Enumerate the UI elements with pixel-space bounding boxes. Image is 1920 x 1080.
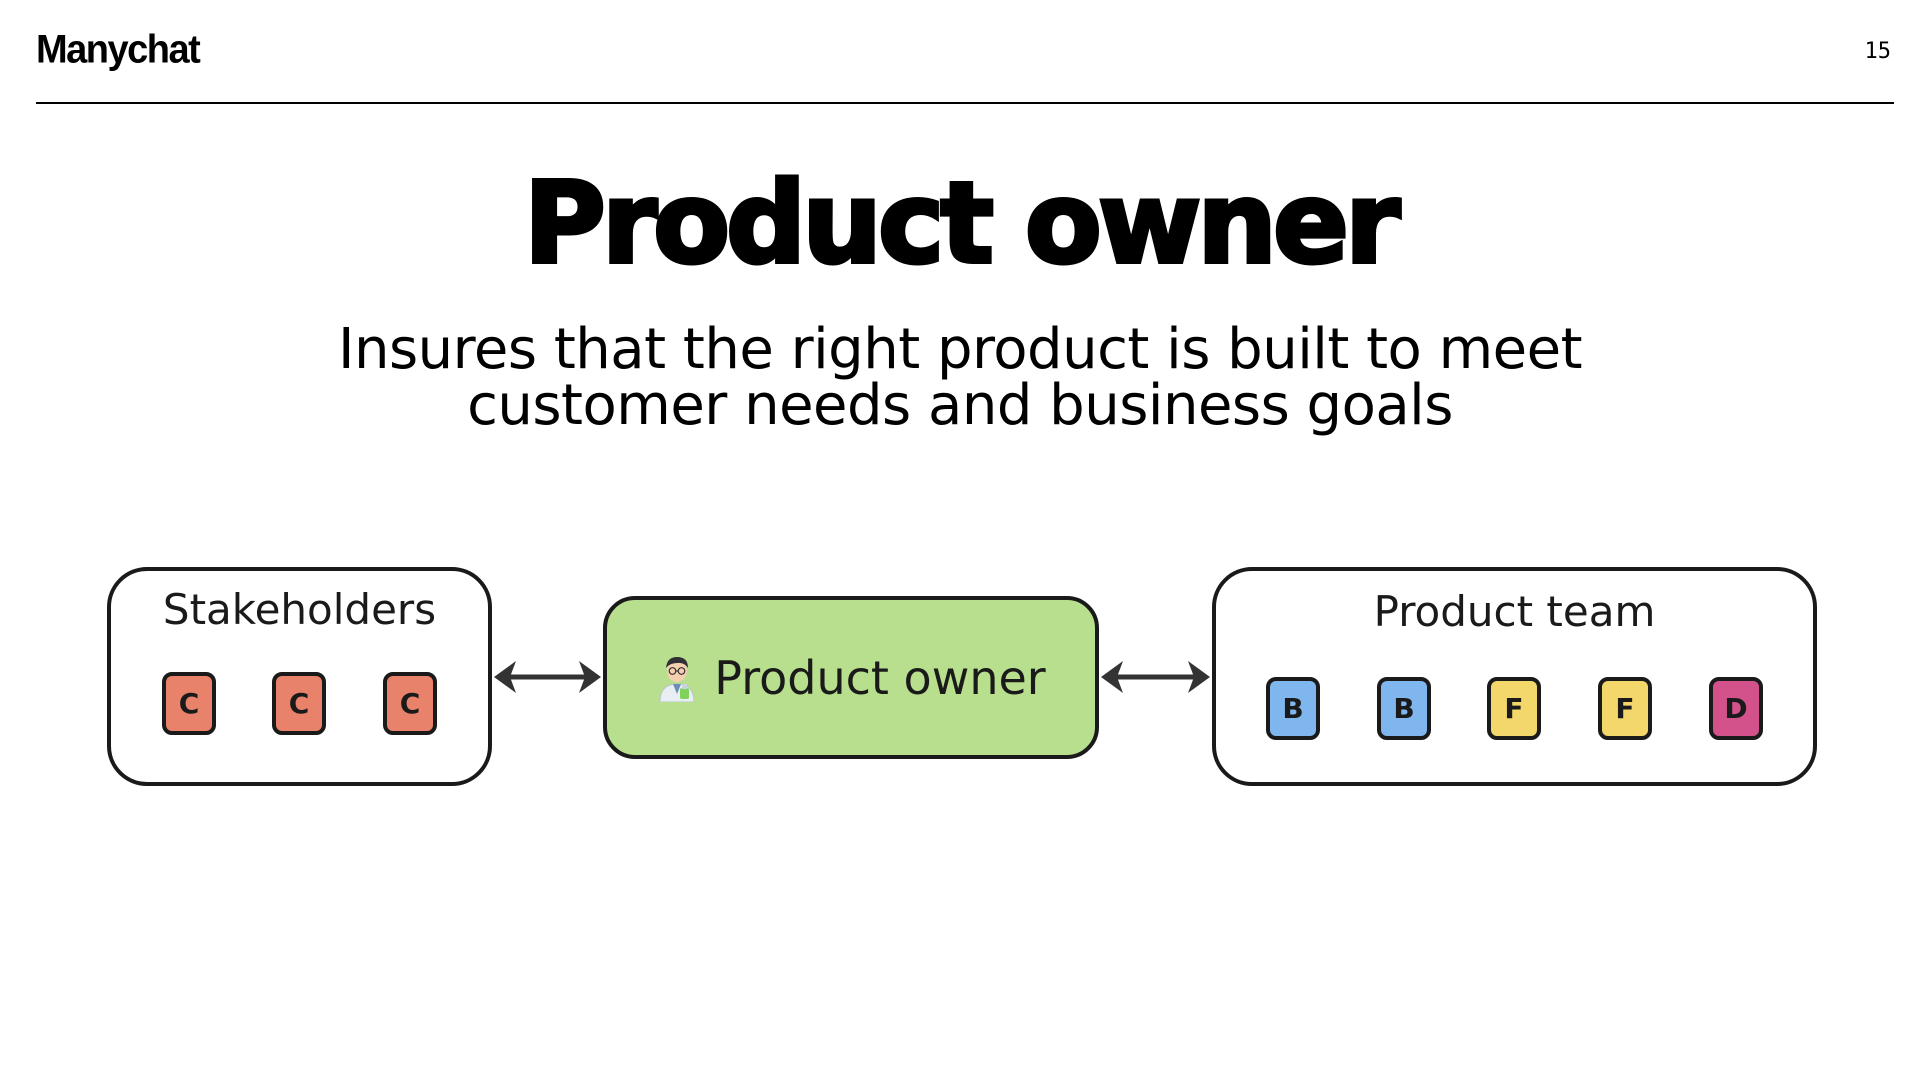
slide-title: Product owner xyxy=(522,158,1402,290)
slide-subtitle: Insures that the right product is built … xyxy=(200,322,1720,434)
team-member-chip: F xyxy=(1487,677,1541,740)
manychat-logo: Manychat xyxy=(36,27,201,73)
team-member-chip: B xyxy=(1377,677,1431,740)
stakeholder-chip: C xyxy=(272,672,326,735)
subtitle-line-1: Insures that the right product is built … xyxy=(337,317,1583,382)
product-owner-box: Product owner xyxy=(603,596,1099,759)
team-member-chip: B xyxy=(1266,677,1320,740)
stakeholder-chip: C xyxy=(383,672,437,735)
header-divider xyxy=(36,102,1894,104)
product-team-label: Product team xyxy=(1373,587,1656,636)
subtitle-line-2: customer needs and business goals xyxy=(467,373,1453,438)
stakeholders-label: Stakeholders xyxy=(162,585,437,634)
bidirectional-arrow-icon xyxy=(494,661,601,693)
bidirectional-arrow-icon xyxy=(1101,661,1210,693)
stakeholder-chip: C xyxy=(162,672,216,735)
product-team-box: Product team xyxy=(1212,567,1817,786)
scientist-person-icon xyxy=(659,656,695,702)
team-member-chip: F xyxy=(1598,677,1652,740)
team-member-chip: D xyxy=(1709,677,1763,740)
product-owner-label: Product owner xyxy=(714,650,1046,705)
page-number: 15 xyxy=(1864,39,1892,64)
